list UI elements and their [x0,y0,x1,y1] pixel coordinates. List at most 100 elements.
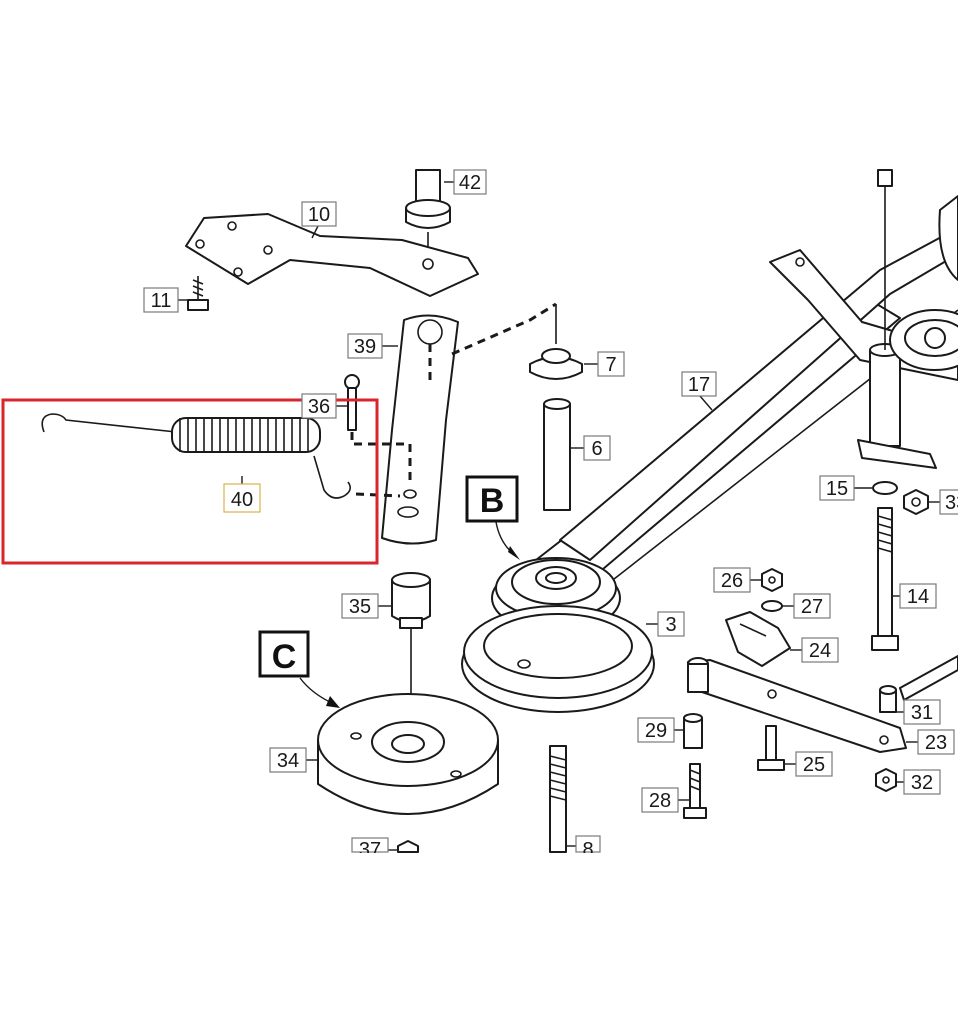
part-number-text: 26 [721,570,743,592]
label-35: 35 [341,593,392,619]
part-number-text: 27 [801,596,823,618]
label-11: 11 [143,287,188,313]
part-number-text: 32 [911,772,933,794]
bracket-bolt [187,276,209,311]
pivot-pin [879,655,958,713]
spacer-bolt [683,763,707,819]
crop-mask-top [0,0,958,168]
pivot-shaft [405,169,451,262]
label-24: 24 [790,637,839,663]
part-number-box [681,371,717,397]
label-15: 15 [819,475,872,501]
washer [872,481,898,495]
v-belt [535,227,958,591]
part-number-box [341,593,379,619]
part-number-text: 15 [826,478,848,500]
spacer-tube [543,398,571,511]
upper-right-pulley [889,195,958,371]
part-number-box [143,287,179,313]
label-36: 36 [301,393,348,419]
part-number-box [223,483,261,513]
part-number-box [453,169,487,195]
label-27: 27 [782,593,831,619]
part-number-text: 35 [349,596,371,618]
label-28: 28 [641,787,690,813]
part-number-text: 36 [308,396,330,418]
part-number-text: 8 [582,839,593,861]
part-number-box [903,769,941,795]
label-3: 3 [646,611,685,637]
part-number-text: 29 [645,720,667,742]
small-washer [761,600,783,612]
part-number-box [713,567,751,593]
part-number-box [637,717,675,743]
label-39: 39 [347,333,398,359]
crop-mask [0,853,958,1024]
part-number-text: 24 [809,640,831,662]
pulley-bolt [397,840,419,853]
threaded-stud [549,745,567,853]
part-number-text: 11 [151,290,172,312]
part-number-box [597,351,625,377]
part-number-box [269,747,307,773]
label-6: 6 [570,435,611,461]
part-number-box [801,637,839,663]
label-14: 14 [892,583,937,609]
label-25: 25 [784,751,833,777]
flange-bushing [529,304,583,380]
part-number-box [301,393,337,419]
assembly-guide-line [451,302,557,356]
label-10: 10 [301,201,337,239]
part-number-text: 28 [649,790,671,812]
highlight-frame [1,398,379,565]
part-number-box [583,435,611,461]
part-number-text: 14 [907,586,929,608]
part-number-box [903,699,941,725]
part-number-text: 31 [911,702,933,724]
part-number-text: 25 [803,754,825,776]
arm-bolt-lower [757,725,785,771]
long-bolt [871,507,899,651]
label-23: 23 [906,729,955,755]
label-29: 29 [637,717,684,743]
label-7: 7 [584,351,625,377]
detail-label-c: C [258,630,340,708]
arm-bolt [344,374,412,480]
small-nut [761,568,783,592]
extension-spring [41,413,401,499]
main-pulley [461,605,655,713]
part-number-box [351,837,389,853]
part-number-box [575,835,601,853]
part-number-text: 23 [925,732,947,754]
pulley-bushing [391,572,431,730]
label-31: 31 [896,699,941,725]
detail-letter-c: C [272,638,297,676]
part-number-text: 39 [354,336,376,358]
part-number-text: 40 [231,489,253,511]
part-number-text: 3 [665,614,676,636]
part-number-box [793,593,831,619]
arm-nut [875,768,897,792]
part-number-box [917,729,955,755]
label-26: 26 [713,567,762,593]
label-17: 17 [681,371,717,411]
label-32: 32 [896,769,941,795]
detail-label-b: B [465,475,520,560]
lock-nut [903,489,929,515]
part-number-box [657,611,685,637]
stop-bracket [725,611,791,667]
short-spacer [683,713,703,749]
tension-arm [687,657,907,753]
part-number-text: 17 [688,374,710,396]
part-number-text: 10 [308,204,330,226]
part-number-box [641,787,679,813]
part-number-box [939,489,958,515]
label-33: 33 [928,489,958,515]
mounting-bracket [185,213,479,297]
label-40: 40 [223,476,261,513]
idler-arm [381,314,459,545]
label-8: 8 [566,835,601,861]
part-number-text: 34 [277,750,299,772]
part-number-box [819,475,855,501]
